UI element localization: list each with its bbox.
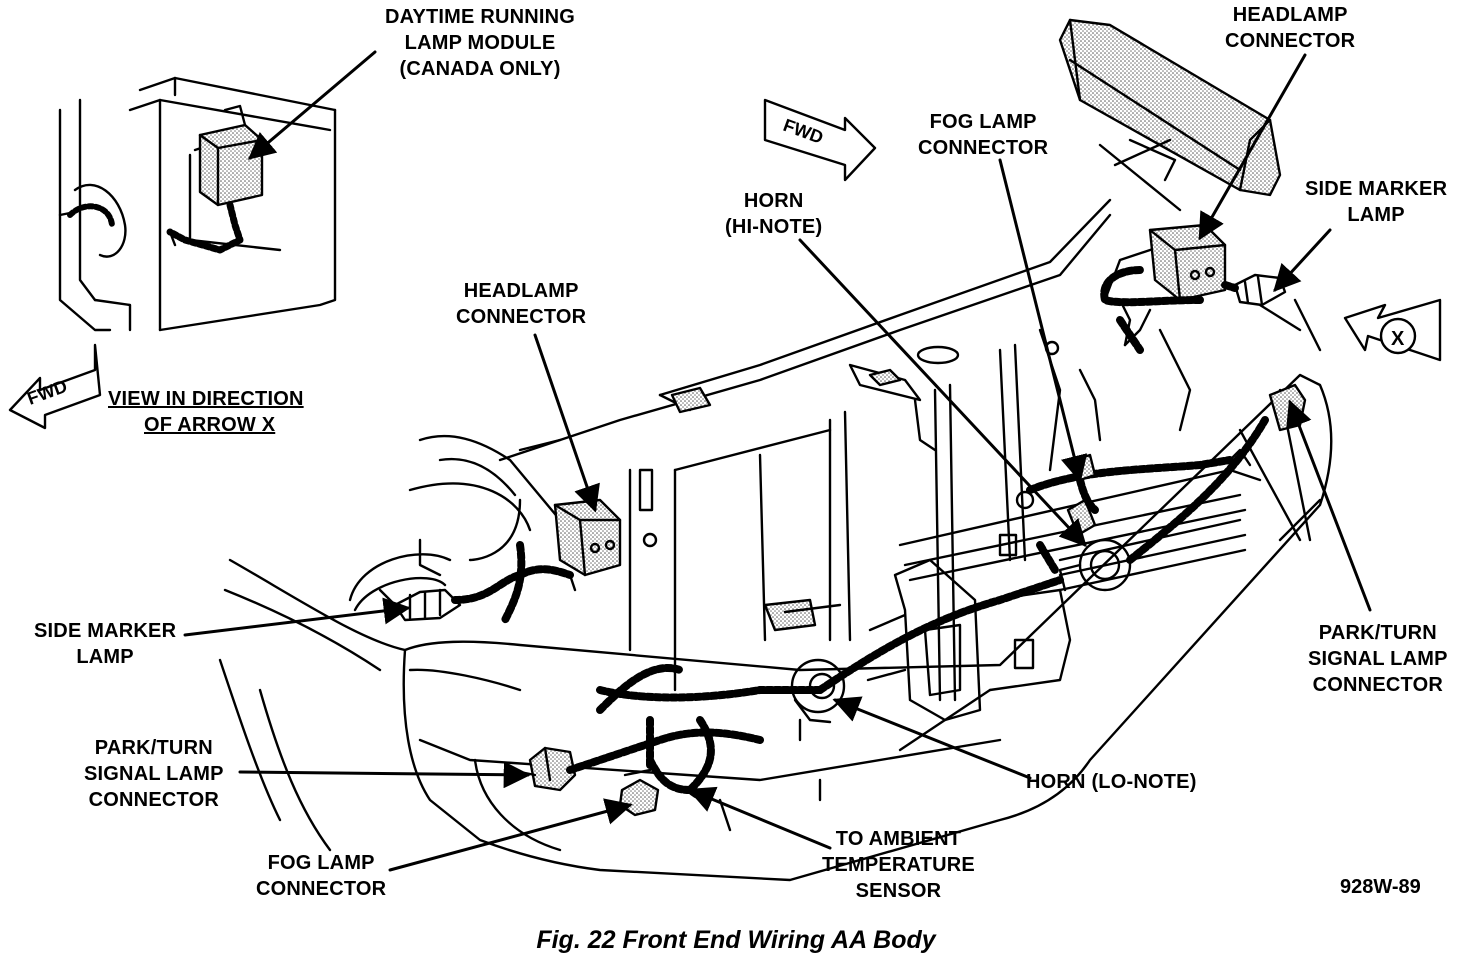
label-horn-hi-note: HORN (HI-NOTE): [725, 190, 823, 238]
crossmember-pad-left: [670, 386, 712, 414]
headlamp-connector-right: [1148, 223, 1227, 302]
label-headlamp-connector-right: HEADLAMP CONNECTOR: [1225, 4, 1356, 52]
label-park-turn-left: PARK/TURN SIGNAL LAMP CONNECTOR: [84, 737, 224, 811]
label-headlamp-connector-left: HEADLAMP CONNECTOR: [456, 280, 587, 328]
arrow-x-text: X: [1391, 328, 1405, 350]
inset-view-arrow-x: [58, 76, 337, 332]
label-horn-lo-note: HORN (LO-NOTE): [1026, 771, 1197, 793]
headlamp-connector-left: [553, 498, 622, 592]
fog-lamp-connector-left: [618, 768, 660, 817]
horn-lo-note: [790, 658, 846, 742]
wiring-harness: [451, 266, 1269, 804]
label-fog-lamp-connector-top: FOG LAMP CONNECTOR: [918, 111, 1049, 159]
figure-caption: Fig. 22 Front End Wiring AA Body: [536, 926, 936, 954]
figure-code: 928W-89: [1340, 876, 1421, 898]
label-ambient-sensor: TO AMBIENT TEMPERATURE SENSOR: [822, 828, 975, 902]
drl-module: [198, 123, 264, 207]
fwd-arrow-top: [763, 98, 877, 182]
fwd-text-left: FWD: [25, 376, 70, 409]
fwd-arrow-left: [8, 343, 102, 430]
side-marker-lamp-right: [1233, 273, 1287, 307]
label-view-direction: VIEW IN DIRECTION OF ARROW X: [108, 388, 304, 436]
label-park-turn-right: PARK/TURN SIGNAL LAMP CONNECTOR: [1308, 622, 1448, 696]
label-side-marker-lamp-right: SIDE MARKER LAMP: [1305, 178, 1448, 226]
leader-lines: [183, 50, 1372, 872]
headlamp-right: [1058, 18, 1282, 212]
label-drl-module: DAYTIME RUNNING LAMP MODULE (CANADA ONLY…: [385, 6, 576, 80]
label-fog-lamp-connector-bottom: FOG LAMP CONNECTOR: [256, 852, 387, 900]
radiator-support: [408, 198, 1262, 722]
label-side-marker-lamp-left: SIDE MARKER LAMP: [34, 620, 177, 668]
arrow-x: [1343, 298, 1442, 362]
